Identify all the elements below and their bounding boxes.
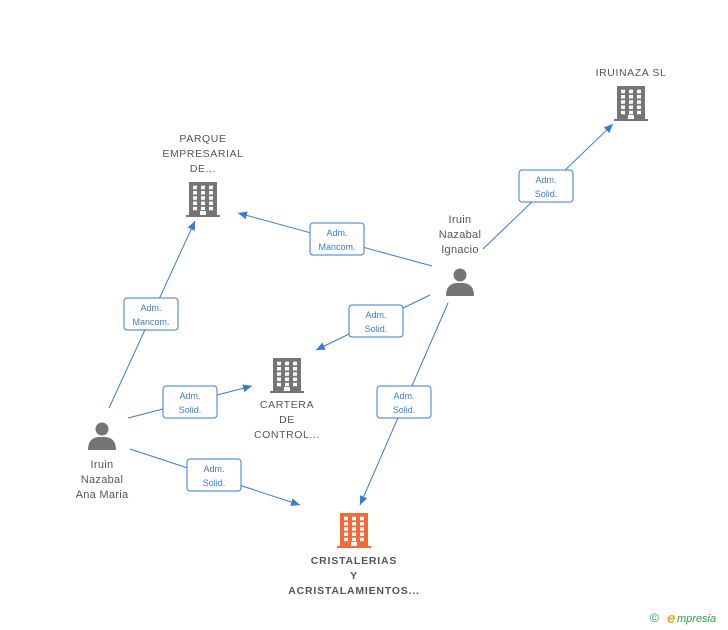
node-label-line: DE...: [190, 163, 216, 175]
copyright-symbol: ©: [650, 611, 659, 625]
node-label-line: Ana Maria: [76, 489, 129, 501]
node-parque[interactable]: PARQUE EMPRESARIAL DE...: [162, 133, 243, 217]
edge-ignacio-parque[interactable]: Adm. Mancom.: [237, 211, 433, 267]
edge-label-line: Adm.: [326, 228, 347, 238]
edge-label-line: Adm.: [393, 391, 414, 401]
edge-label-box: [376, 385, 432, 419]
building-icon: [614, 86, 648, 121]
person-icon: [88, 422, 116, 450]
edge-ana-parque[interactable]: Adm. Mancom.: [108, 220, 196, 409]
footer-brand[interactable]: © e mpresia: [650, 610, 716, 627]
edge-label-line: Solid.: [365, 324, 388, 334]
node-iruinaza[interactable]: IRUINAZA SL: [596, 67, 667, 121]
building-icon: [337, 513, 371, 548]
edge-label-box: [162, 385, 218, 419]
edge-ana-cartera[interactable]: Adm. Solid.: [127, 384, 253, 419]
edge-label-line: Mancom.: [132, 317, 169, 327]
node-label-line: Iruin: [449, 214, 472, 226]
edge-label-line: Mancom.: [318, 242, 355, 252]
edge-label-box: [186, 458, 242, 492]
edge-ignacio-iruinaza[interactable]: Adm. Solid.: [482, 123, 614, 250]
node-label-line: CARTERA: [260, 399, 314, 411]
node-label-line: Nazabal: [81, 474, 123, 486]
edge-ignacio-cartera[interactable]: Adm. Solid.: [315, 294, 431, 351]
edge-ignacio-cristalerias[interactable]: Adm. Solid.: [359, 302, 449, 506]
edge-label-line: Adm.: [365, 310, 386, 320]
edge-label-box: [309, 222, 365, 256]
edge-label-line: Solid.: [179, 405, 202, 415]
node-cristalerias[interactable]: CRISTALERIAS Y ACRISTALAMIENTOS...: [288, 513, 419, 597]
edge-label-line: Solid.: [393, 405, 416, 415]
node-label-line: ACRISTALAMIENTOS...: [288, 585, 419, 597]
person-icon: [446, 268, 474, 296]
node-label-line: EMPRESARIAL: [162, 148, 243, 160]
brand-logo-initial: e: [667, 610, 675, 627]
edge-label-box: [348, 304, 404, 338]
edge-label-box: [518, 169, 574, 203]
node-cartera[interactable]: CARTERA DE CONTROL...: [254, 358, 320, 441]
node-label-line: IRUINAZA SL: [596, 67, 667, 79]
building-icon: [270, 358, 304, 393]
edge-label-line: Solid.: [535, 189, 558, 199]
node-label-line: Nazabal: [439, 229, 481, 241]
edges-layer: Adm. Mancom. Adm. Solid. Adm. Solid. Adm. Solid…: [108, 123, 614, 506]
node-label-line: Iruin: [91, 459, 114, 471]
edge-label-line: Adm.: [535, 175, 556, 185]
brand-logo-text: mpresia: [677, 613, 716, 625]
edge-label-line: Adm.: [203, 464, 224, 474]
edge-label-line: Adm.: [140, 303, 161, 313]
node-label-line: CONTROL...: [254, 429, 320, 441]
node-label-line: Y: [350, 570, 358, 582]
node-label-line: PARQUE: [179, 133, 226, 145]
edge-label-line: Solid.: [203, 478, 226, 488]
node-label-line: DE: [279, 414, 295, 426]
node-label-line: CRISTALERIAS: [311, 555, 397, 567]
edge-label-box: [123, 297, 179, 331]
edge-ana-cristalerias[interactable]: Adm. Solid.: [129, 448, 301, 506]
node-label-line: Ignacio: [441, 244, 479, 256]
edge-label-line: Adm.: [179, 391, 200, 401]
building-icon: [186, 182, 220, 217]
